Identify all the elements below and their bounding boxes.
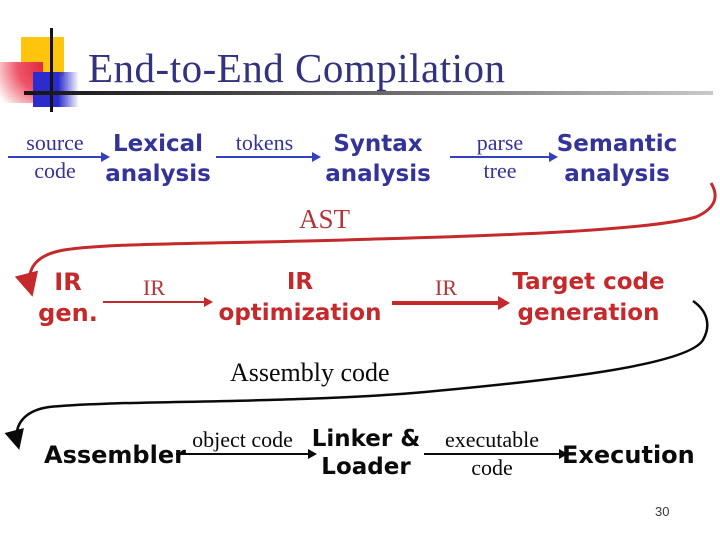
stage-lexical-line1: Lexical	[112, 131, 203, 157]
stage-linker-loader: Linker & Loader	[308, 425, 424, 481]
slide-title: End-to-End Compilation	[88, 45, 506, 91]
stage-semantic-analysis: Semantic analysis	[552, 129, 682, 189]
stage-linker-line2: Loader	[321, 454, 411, 480]
logo-vertical-line	[50, 28, 53, 112]
edge-ir2-label: IR	[435, 275, 457, 300]
stage-assembler: Assembler	[44, 440, 186, 470]
source-code-arrow	[8, 156, 102, 158]
stage-execution-label: Execution	[562, 441, 695, 469]
assembly-code-edge-label: Assembly code	[230, 358, 390, 387]
stage-assembler-label: Assembler	[44, 441, 186, 469]
stage-target-code-generation: Target code generation	[506, 267, 671, 329]
stage-iropt-line2: optimization	[218, 300, 382, 326]
stage-lexical-analysis: Lexical analysis	[98, 129, 218, 189]
stage-semantic-line1: Semantic	[556, 131, 678, 157]
edge-parse-label-top: parse	[476, 130, 524, 155]
stage-lexical-line2: analysis	[105, 161, 211, 187]
executable-code-arrow	[424, 453, 560, 455]
edge-source-label-top: source	[26, 130, 84, 155]
stage-syntax-analysis: Syntax analysis	[322, 129, 434, 189]
edge-executable-code: executable code	[424, 428, 560, 479]
stage-irgen-line2: gen.	[38, 299, 98, 327]
stage-target-line1: Target code	[512, 269, 665, 295]
stage-irgen-line1: IR	[54, 268, 82, 296]
edge-tokens-label: tokens	[235, 130, 294, 155]
page-number: 30	[655, 504, 670, 519]
stage-semantic-line2: analysis	[564, 161, 670, 187]
edge-parse-tree: parse tree	[450, 131, 550, 182]
edge-ir1-label: IR	[143, 275, 165, 300]
stage-syntax-line1: Syntax	[333, 131, 423, 157]
stage-iropt-line1: IR	[286, 269, 314, 295]
parse-tree-arrow	[450, 156, 550, 158]
stage-execution: Execution	[562, 440, 695, 470]
edge-ir-2: IR	[392, 276, 500, 306]
edge-object-code-label: object code	[192, 427, 293, 452]
edge-tokens: tokens	[216, 131, 313, 159]
stage-ir-optimization: IR optimization	[219, 267, 382, 329]
edge-exec-label-top: executable	[444, 427, 540, 452]
logo-blue-square	[33, 72, 79, 107]
edge-ir-1: IR	[103, 276, 205, 304]
stage-syntax-line2: analysis	[325, 161, 431, 187]
edge-source-code: source code	[8, 131, 102, 182]
edge-object-code: object code	[176, 428, 309, 456]
stage-ir-gen: IR gen.	[36, 267, 100, 329]
object-code-arrow	[176, 453, 309, 455]
ir-arrow-1	[103, 301, 205, 303]
tokens-arrow	[216, 156, 313, 158]
stage-target-line2: generation	[517, 300, 660, 326]
title-underline	[24, 91, 713, 95]
ast-edge-label: AST	[299, 204, 351, 234]
edge-source-label-bottom: code	[34, 158, 76, 183]
stage-linker-line1: Linker &	[311, 426, 421, 452]
edge-parse-label-bottom: tree	[483, 158, 517, 183]
ir-arrow-2	[392, 301, 500, 305]
edge-exec-label-bottom: code	[471, 455, 513, 480]
